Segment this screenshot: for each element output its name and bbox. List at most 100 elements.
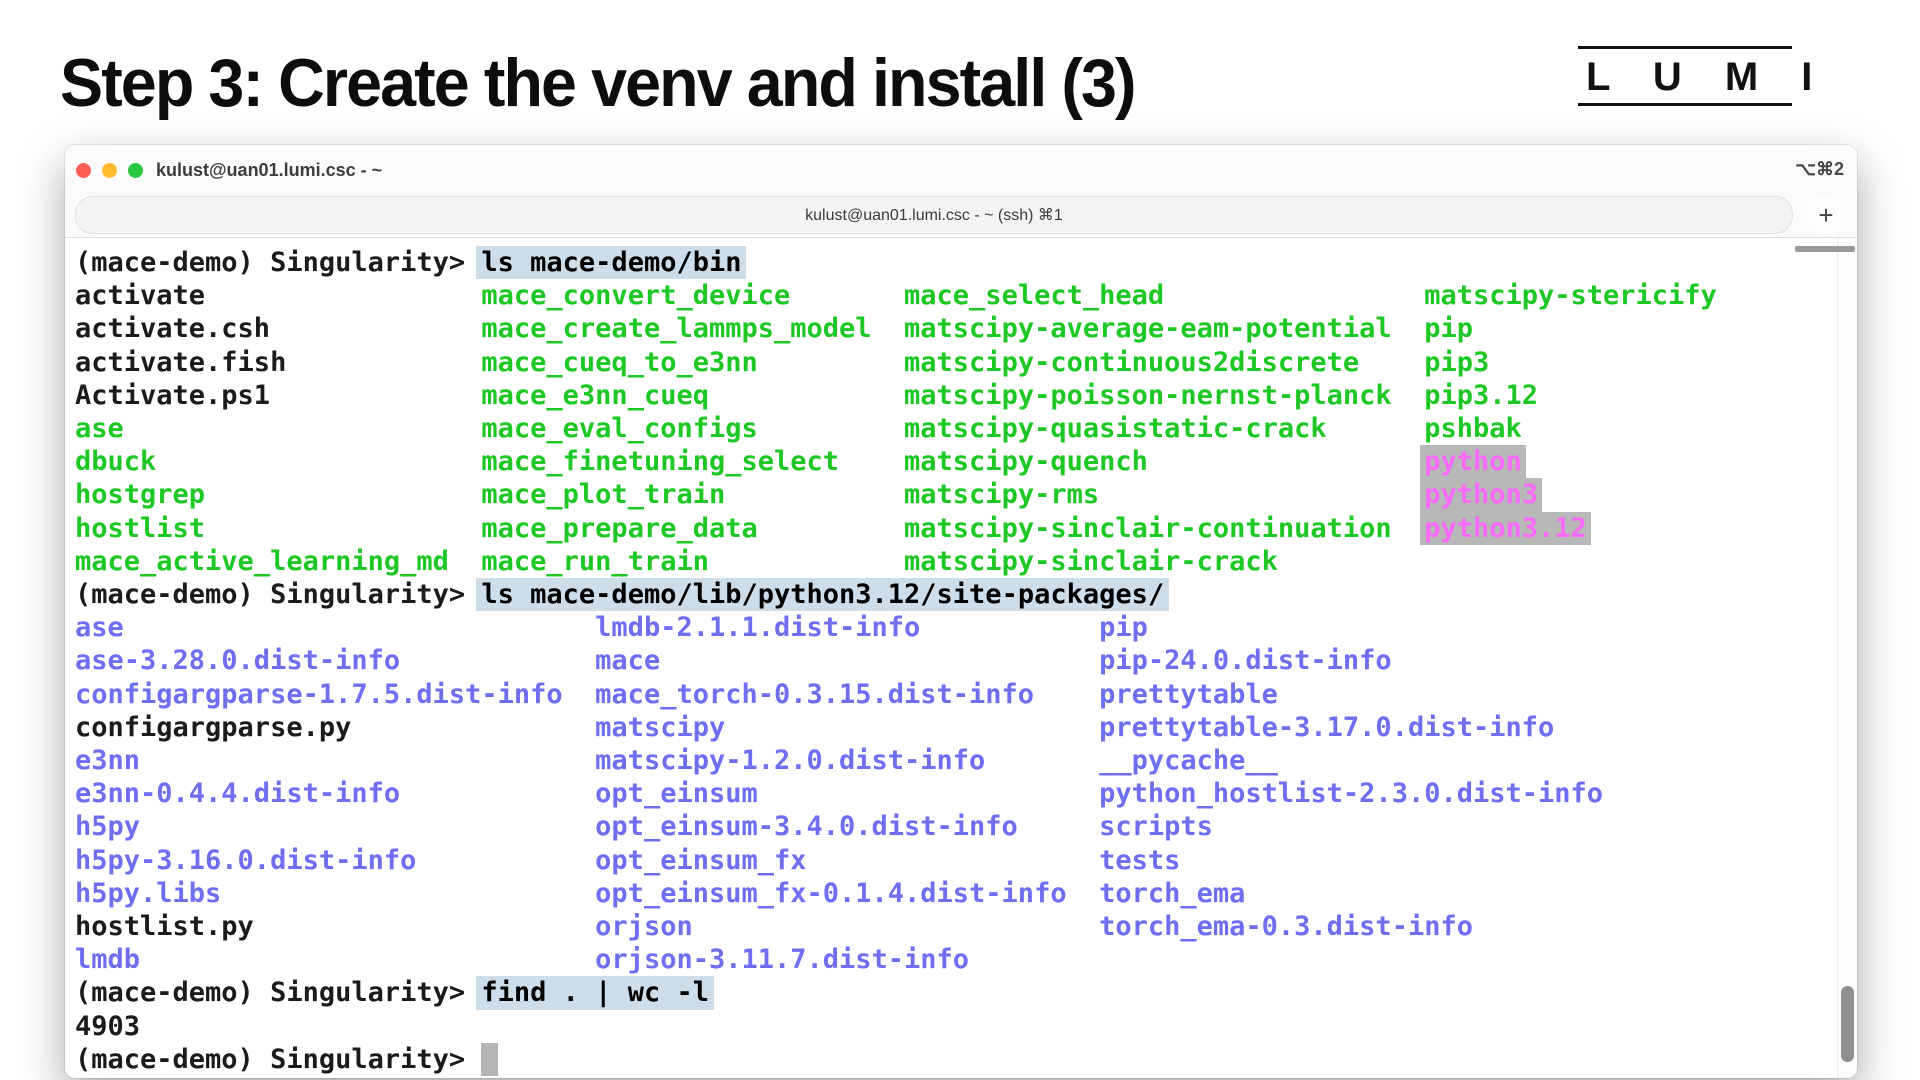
- terminal-text: python3.12: [1420, 511, 1591, 545]
- terminal-text: tests: [1099, 844, 1181, 876]
- page-title: Step 3: Create the venv and install (3): [60, 45, 1137, 121]
- terminal-text: (mace-demo) Singularity>: [75, 579, 482, 611]
- terminal-output[interactable]: (mace-demo) Singularity> ls mace-demo/bi…: [65, 238, 1857, 1078]
- terminal-line: configargparse-1.7.5.dist-info mace_torc…: [75, 678, 1857, 711]
- terminal-text: opt_einsum: [595, 778, 1100, 810]
- terminal-text: pshbak: [1424, 413, 1522, 445]
- scrollbar-thumb[interactable]: [1841, 986, 1854, 1062]
- plus-icon: +: [1818, 199, 1834, 230]
- window-shortcut-badge: ⌥⌘2: [1795, 159, 1844, 179]
- terminal-line: 4903: [75, 1010, 1857, 1043]
- terminal-line: hostlist mace_prepare_data matscipy-sinc…: [75, 511, 1857, 545]
- terminal-line: e3nn-0.4.4.dist-info opt_einsum python_h…: [75, 777, 1857, 810]
- minimize-button[interactable]: [102, 163, 117, 178]
- terminal-text: mace_create_lammps_model: [481, 313, 905, 345]
- terminal-line: h5py-3.16.0.dist-info opt_einsum_fx test…: [75, 844, 1857, 877]
- new-tab-button[interactable]: +: [1805, 195, 1847, 235]
- tab-bar: kulust@uan01.lumi.csc - ~ (ssh) ⌘1 +: [65, 195, 1857, 237]
- logo-top-rule: [1578, 46, 1792, 49]
- terminal-text: mace_eval_configs: [481, 413, 905, 445]
- terminal-line: hostlist.py orjson torch_ema-0.3.dist-in…: [75, 910, 1857, 943]
- terminal-text: orjson: [595, 911, 1100, 943]
- command-text: find . | wc -l: [476, 976, 714, 1010]
- terminal-line: (mace-demo) Singularity> ls mace-demo/li…: [75, 578, 1857, 612]
- terminal-text: mace_cueq_to_e3nn: [481, 346, 905, 378]
- terminal-text: matscipy-sinclair-crack: [904, 545, 1278, 577]
- terminal-text: activate.csh: [75, 313, 482, 345]
- terminal-text: python: [1420, 445, 1526, 479]
- terminal-text: pip: [1424, 313, 1473, 345]
- terminal-line: (mace-demo) Singularity> ls mace-demo/bi…: [75, 246, 1857, 280]
- terminal-text: pip3: [1424, 346, 1490, 378]
- terminal-text: h5py: [75, 811, 596, 843]
- scrollbar-top-mark: [1795, 246, 1855, 252]
- terminal-text: matscipy-quasistatic-crack: [904, 413, 1425, 445]
- terminal-text: matscipy-stericify: [1424, 280, 1717, 312]
- terminal-line: hostgrep mace_plot_train matscipy-rms py…: [75, 478, 1857, 512]
- terminal-line: h5py opt_einsum-3.4.0.dist-info scripts: [75, 810, 1857, 843]
- terminal-text: matscipy-quench: [904, 446, 1425, 478]
- terminal-text: orjson-3.11.7.dist-info: [595, 944, 970, 976]
- terminal-text: python_hostlist-2.3.0.dist-info: [1099, 778, 1604, 810]
- terminal-line: (mace-demo) Singularity> find . | wc -l: [75, 976, 1857, 1010]
- terminal-text: mace_finetuning_select: [481, 446, 905, 478]
- terminal-text: hostlist.py: [75, 911, 596, 943]
- command-text: ls mace-demo/lib/python3.12/site-package…: [476, 578, 1170, 612]
- terminal-text: __pycache__: [1099, 745, 1278, 777]
- terminal-text: (mace-demo) Singularity>: [75, 1043, 482, 1075]
- terminal-text: prettytable: [1099, 678, 1278, 710]
- terminal-text: mace_active_learning_md: [75, 545, 482, 577]
- terminal-text: torch_ema-0.3.dist-info: [1099, 911, 1473, 943]
- terminal-text: matscipy: [595, 711, 1100, 743]
- terminal-text: mace_convert_device: [481, 280, 905, 312]
- terminal-text: matscipy-average-eam-potential: [904, 313, 1425, 345]
- terminal-text: matscipy-poisson-nernst-planck: [904, 379, 1425, 411]
- terminal-text: configargparse.py: [75, 711, 596, 743]
- terminal-text: pip3.12: [1424, 379, 1538, 411]
- terminal-text: mace_run_train: [481, 545, 905, 577]
- terminal-text: hostgrep: [75, 479, 482, 511]
- terminal-line: mace_active_learning_md mace_run_train m…: [75, 545, 1857, 578]
- terminal-text: activate: [75, 280, 482, 312]
- terminal-text: prettytable-3.17.0.dist-info: [1099, 711, 1555, 743]
- terminal-text: opt_einsum_fx-0.1.4.dist-info: [595, 877, 1100, 909]
- terminal-line: activate.csh mace_create_lammps_model ma…: [75, 312, 1857, 345]
- terminal-text: activate.fish: [75, 346, 482, 378]
- terminal-text: ase: [75, 612, 596, 644]
- terminal-text: 4903: [75, 1010, 141, 1042]
- terminal-text: torch_ema: [1099, 877, 1246, 909]
- terminal-text: ase-3.28.0.dist-info: [75, 645, 596, 677]
- terminal-text: matscipy-continuous2discrete: [904, 346, 1425, 378]
- terminal-text: matscipy-sinclair-continuation: [904, 512, 1425, 544]
- command-text: ls mace-demo/bin: [476, 246, 747, 280]
- terminal-text: (mace-demo) Singularity>: [75, 247, 482, 278]
- terminal-text: scripts: [1099, 811, 1213, 843]
- terminal-text: python3: [1420, 478, 1542, 512]
- terminal-text: dbuck: [75, 446, 482, 478]
- terminal-window: kulust@uan01.lumi.csc - ~ ⌥⌘2 kulust@uan…: [65, 145, 1857, 1078]
- terminal-text: lmdb: [75, 944, 596, 976]
- terminal-line: activate mace_convert_device mace_select…: [75, 279, 1857, 312]
- tab-label: kulust@uan01.lumi.csc - ~ (ssh) ⌘1: [805, 207, 1063, 224]
- terminal-line: ase lmdb-2.1.1.dist-info pip: [75, 611, 1857, 644]
- terminal-text: mace_e3nn_cueq: [481, 379, 905, 411]
- zoom-button[interactable]: [128, 163, 143, 178]
- terminal-text: e3nn: [75, 745, 596, 777]
- terminal-line: ase mace_eval_configs matscipy-quasistat…: [75, 412, 1857, 445]
- tab-ssh-session[interactable]: kulust@uan01.lumi.csc - ~ (ssh) ⌘1: [75, 196, 1793, 234]
- terminal-text: mace_plot_train: [481, 479, 905, 511]
- terminal-text: h5py-3.16.0.dist-info: [75, 844, 596, 876]
- terminal-line: configargparse.py matscipy prettytable-3…: [75, 711, 1857, 744]
- terminal-text: e3nn-0.4.4.dist-info: [75, 778, 596, 810]
- scrollbar-track[interactable]: [1837, 238, 1857, 1078]
- window-title: kulust@uan01.lumi.csc - ~: [156, 160, 383, 180]
- logo-wordmark: L U M I: [1586, 55, 1829, 99]
- terminal-line: Activate.ps1 mace_e3nn_cueq matscipy-poi…: [75, 379, 1857, 412]
- window-titlebar[interactable]: kulust@uan01.lumi.csc - ~ ⌥⌘2: [65, 145, 1857, 195]
- terminal-line: h5py.libs opt_einsum_fx-0.1.4.dist-info …: [75, 877, 1857, 910]
- terminal-text: pip: [1099, 612, 1148, 644]
- close-button[interactable]: [76, 163, 91, 178]
- terminal-text: mace_prepare_data: [481, 512, 905, 544]
- terminal-line: lmdb orjson-3.11.7.dist-info: [75, 943, 1857, 976]
- terminal-text: configargparse-1.7.5.dist-info: [75, 678, 596, 710]
